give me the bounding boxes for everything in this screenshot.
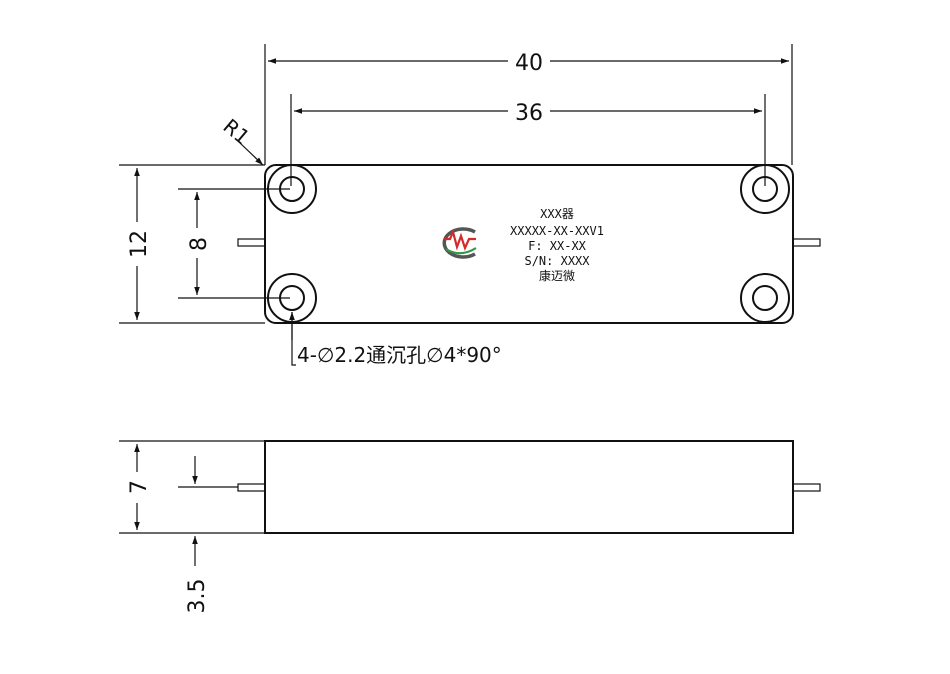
dim-thickness-label: 7 — [127, 480, 152, 494]
label-line-4: S/N: XXXX — [524, 254, 590, 268]
side-housing-outline — [264, 440, 794, 534]
dim-pin-height-label: 3.5 — [185, 579, 210, 614]
mounting-hole-bottom-right — [740, 273, 790, 323]
side-view: 7 3.5 — [119, 440, 821, 614]
dim-height-label: 12 — [127, 230, 152, 258]
dim-length-label: 40 — [515, 51, 543, 76]
side-pin-left — [237, 483, 266, 492]
dim-hole-spacing-y-label: 8 — [187, 237, 212, 251]
label-line-2: XXXXX-XX-XXV1 — [510, 224, 604, 238]
label-line-5: 康迈微 — [539, 268, 575, 283]
pin-right — [792, 238, 821, 247]
side-pin-right — [792, 483, 821, 492]
top-view: 40 36 R1 12 8 4-∅2.2通沉孔∅4*90° — [119, 44, 821, 367]
dim-hole-spacing-x-label: 36 — [515, 101, 543, 126]
label-line-1: XXX器 — [540, 207, 574, 221]
cmw-logo-icon — [442, 227, 477, 259]
hole-note-label: 4-∅2.2通沉孔∅4*90° — [297, 343, 502, 367]
label-line-3: F: XX-XX — [528, 239, 587, 253]
dim-radius-label: R1 — [219, 114, 255, 149]
pin-left — [237, 238, 266, 247]
